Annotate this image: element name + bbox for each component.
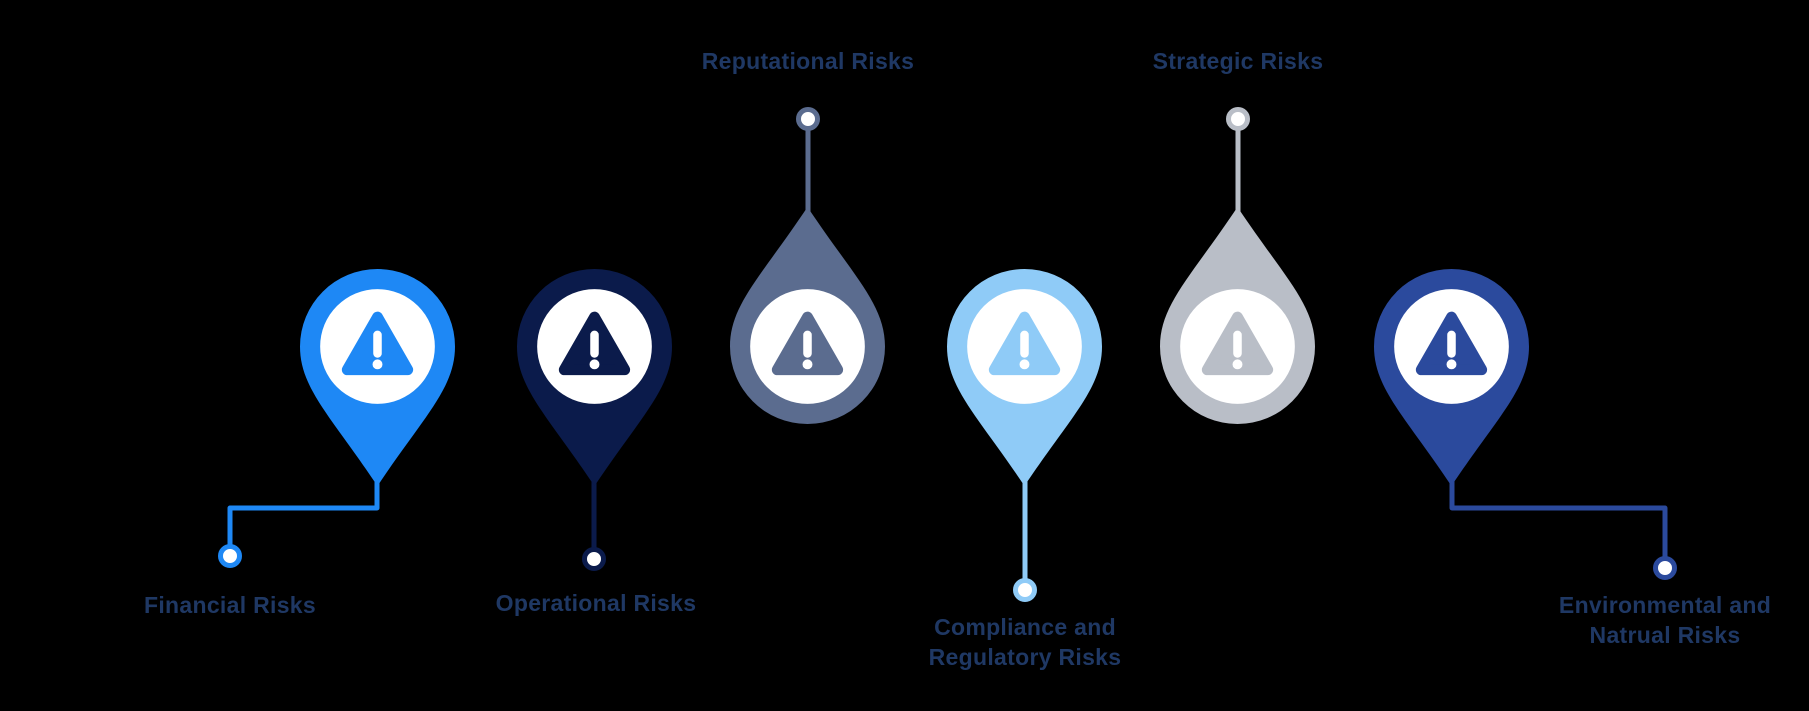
- label-line: Environmental and: [1558, 592, 1772, 618]
- warning-triangle-icon: [771, 311, 844, 376]
- label-line: Natrual Risks: [1589, 622, 1741, 648]
- connector-endpoint-dot: [796, 107, 820, 131]
- label-strategic-risks: Strategic Risks: [1153, 46, 1324, 76]
- pin-compliance-regulatory-risks: [947, 269, 1102, 486]
- label-financial-risks: Financial Risks: [144, 590, 316, 620]
- pin-strategic-risks: [1160, 207, 1315, 424]
- warning-triangle-icon: [1201, 311, 1274, 376]
- label-line: Strategic Risks: [1152, 48, 1324, 74]
- label-line: Compliance and: [934, 614, 1116, 640]
- label-compliance-regulatory-risks: Compliance and Regulatory Risks: [929, 612, 1122, 672]
- pin-financial-risks: [300, 269, 455, 486]
- pin-environmental-natural-risks: [1374, 269, 1529, 486]
- warning-triangle-icon: [1415, 311, 1488, 376]
- warning-triangle-icon: [988, 311, 1061, 376]
- label-environmental-natural-risks: Environmental and Natrual Risks: [1559, 590, 1771, 650]
- warning-triangle-icon: [341, 311, 414, 376]
- label-line: Operational Risks: [495, 590, 697, 616]
- label-reputational-risks: Reputational Risks: [702, 46, 914, 76]
- label-line: Regulatory Risks: [928, 644, 1122, 670]
- connector-endpoint-dot: [1226, 107, 1250, 131]
- pin-operational-risks: [517, 269, 672, 486]
- connector-endpoint-dot: [582, 547, 606, 571]
- connector-endpoint-dot: [1013, 578, 1037, 602]
- label-line: Reputational Risks: [701, 48, 915, 74]
- connector-endpoint-dot: [1653, 556, 1677, 580]
- label-operational-risks: Operational Risks: [496, 588, 697, 618]
- pin-reputational-risks: [730, 207, 885, 424]
- warning-triangle-icon: [558, 311, 631, 376]
- label-line: Financial Risks: [144, 592, 316, 618]
- connector-endpoint-dot: [218, 544, 242, 568]
